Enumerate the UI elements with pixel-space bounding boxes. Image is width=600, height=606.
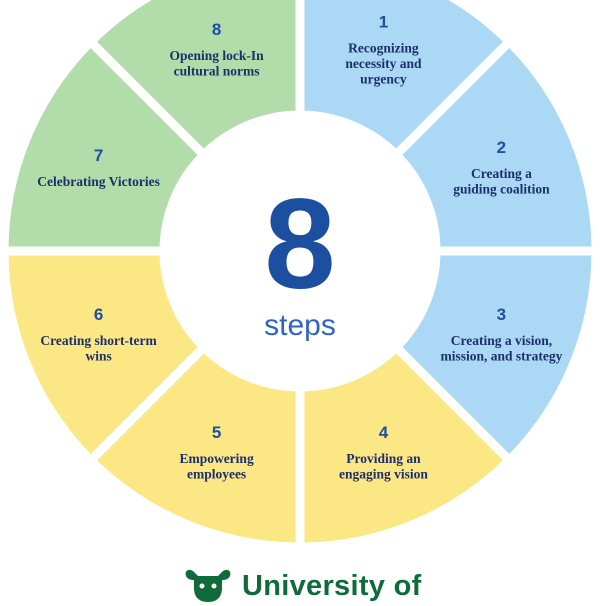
bull-logo-icon — [185, 569, 231, 602]
step-label-2-line-2: guiding coalition — [453, 182, 550, 197]
step-number-4: 4 — [379, 423, 389, 442]
step-label-1-line-3: urgency — [360, 71, 407, 86]
step-label-4-line-1: Providing an — [346, 451, 421, 466]
step-label-1-line-2: necessity and — [345, 56, 422, 71]
step-label-1-line-1: Recognizing — [348, 40, 419, 55]
center-circle — [164, 115, 436, 387]
center-label: steps — [264, 309, 336, 342]
step-label-2-line-1: Creating a — [471, 166, 532, 181]
step-label-3-line-1: Creating a vision, — [451, 333, 552, 348]
step-label-7-line-1: Celebrating Victories — [37, 174, 160, 189]
step-label-6-line-2: wins — [85, 348, 111, 363]
step-number-1: 1 — [379, 12, 388, 31]
step-label-5-line-1: Empowering — [179, 451, 254, 466]
step-label-5-line-2: employees — [187, 466, 246, 481]
step-number-8: 8 — [212, 20, 221, 39]
step-label-3-line-2: mission, and strategy — [440, 348, 562, 363]
step-number-6: 6 — [94, 305, 103, 324]
step-number-5: 5 — [212, 423, 221, 442]
step-label-6-line-1: Creating short-term — [40, 333, 157, 348]
step-number-3: 3 — [497, 305, 506, 324]
center-number: 8 — [264, 173, 335, 316]
step-number-2: 2 — [497, 138, 506, 157]
step-label-4-line-2: engaging vision — [339, 466, 428, 481]
step-label-8-line-2: cultural norms — [174, 64, 260, 79]
step-label-8-line-1: Opening lock-In — [169, 48, 264, 63]
university-logo: University of — [182, 566, 422, 606]
step-number-7: 7 — [94, 146, 103, 165]
logo-text: University of — [242, 569, 422, 602]
